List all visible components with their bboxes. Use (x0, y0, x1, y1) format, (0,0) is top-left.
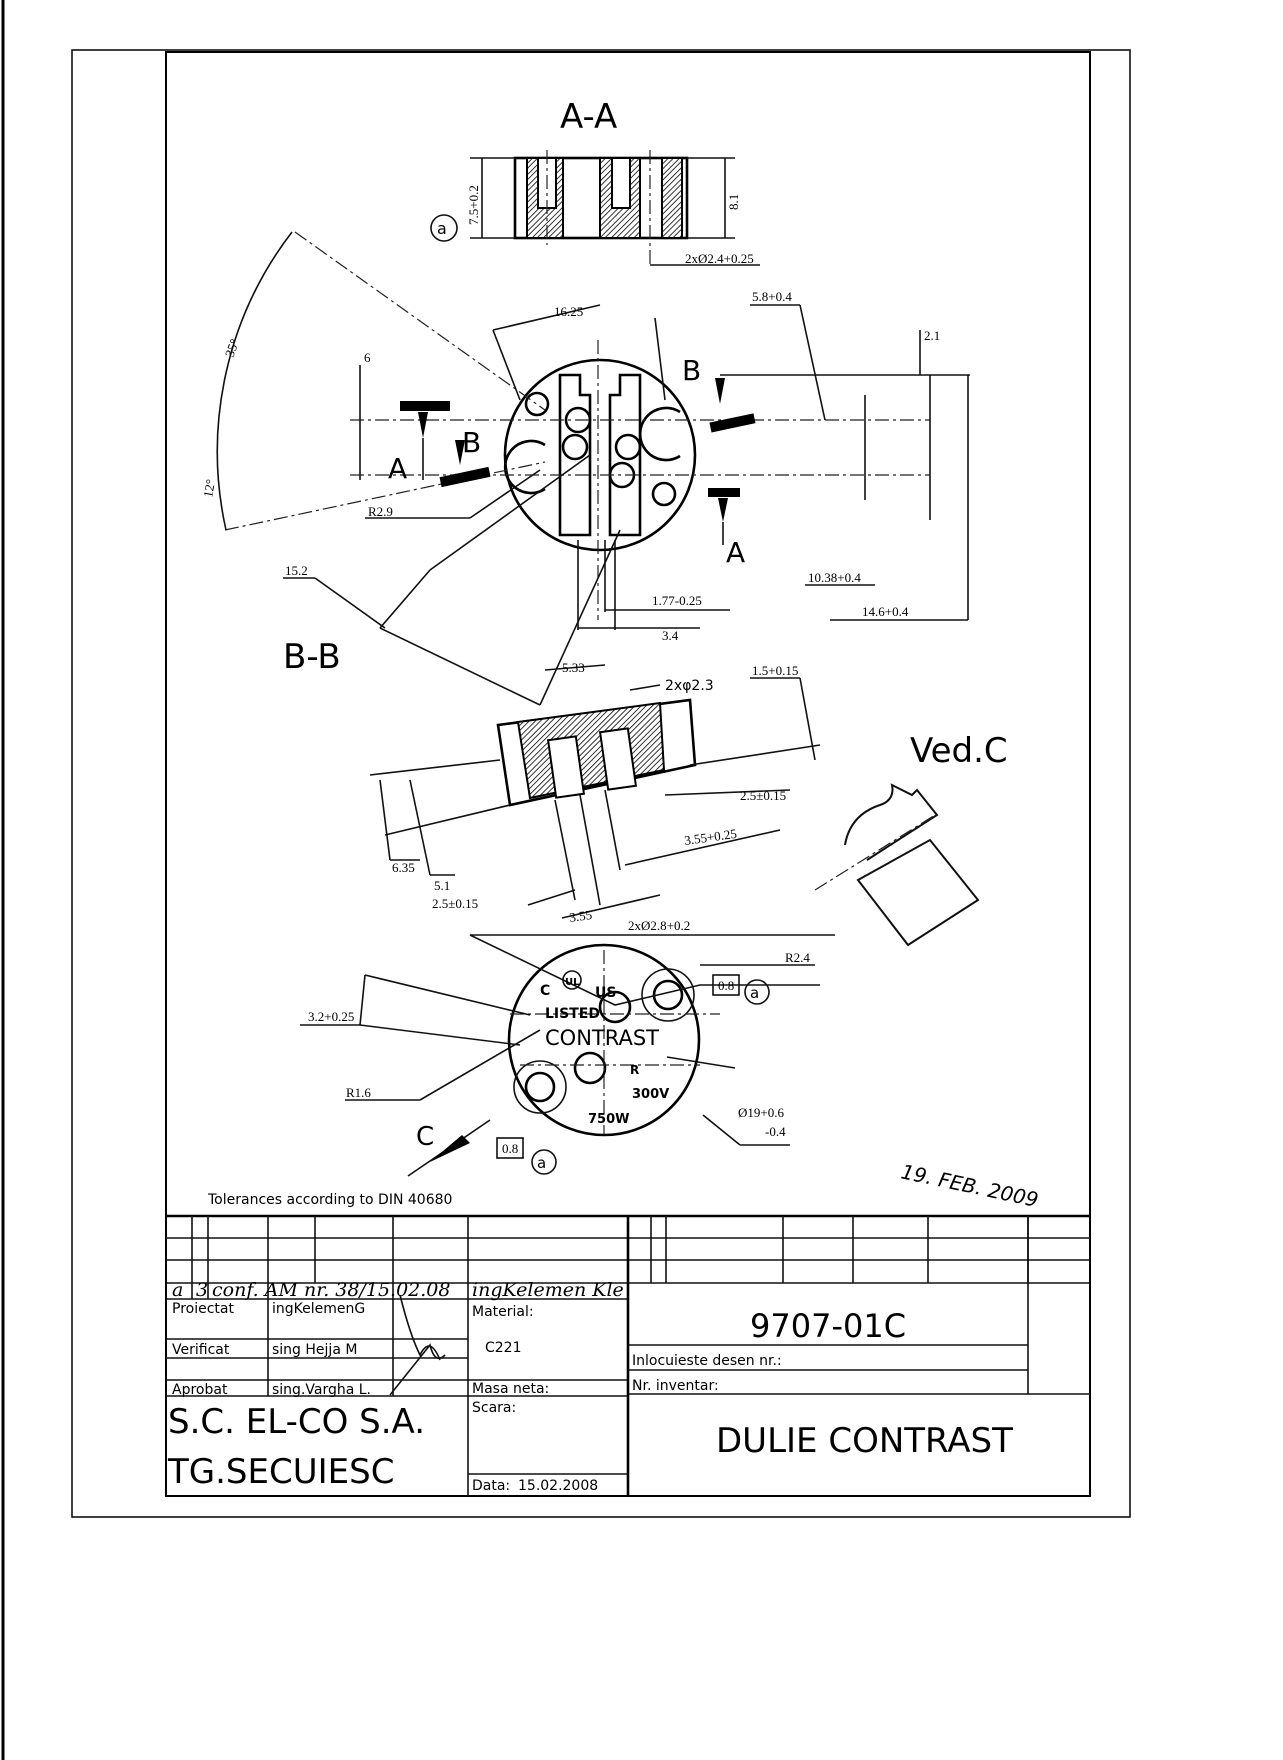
dim-r-1-6: R1.6 (346, 1085, 371, 1100)
role-proiectat: Proiectat (172, 1301, 234, 1317)
dim-top-holes: 2xØ2.8+0.2 (628, 918, 690, 933)
cut-a-left: A (388, 452, 407, 485)
dim-angle-35: 35° (222, 337, 242, 359)
dim-1-77: 1.77-0.25 (652, 593, 702, 608)
marking-us: US (595, 985, 616, 1001)
marking-contrast: CONTRAST (545, 1026, 659, 1050)
role-verificat: Verificat (172, 1342, 230, 1358)
dim-bb-5-33: 5.33 (562, 660, 585, 675)
datum-a-right: a (750, 984, 759, 1002)
material-value: C221 (485, 1340, 522, 1356)
revision-by: ingKelemen Kle (472, 1279, 624, 1301)
date-label: Data: (472, 1478, 510, 1494)
material-label: Material: (472, 1304, 534, 1320)
section-a-a-title: A-A (560, 97, 617, 137)
date-value: 15.02.2008 (518, 1478, 598, 1494)
dim-2-1: 2.1 (924, 328, 940, 343)
dim-bb-3-55a: 3.55+0.25 (683, 826, 737, 848)
dim-6: 6 (364, 350, 371, 365)
dim-bb-5-1: 5.1 (434, 878, 450, 893)
scale-label: Scara: (472, 1400, 516, 1416)
tolerances-note: Tolerances according to DIN 40680 (207, 1192, 452, 1208)
datum-a-bottom: a (537, 1154, 546, 1172)
mass-label: Masa neta: (472, 1381, 549, 1397)
dim-aa-holes: 2xØ2.4+0.25 (685, 251, 754, 266)
title-block: a 3 conf. AM nr. 38/15.02.08 ingKelemen … (166, 1214, 1090, 1496)
company-line1: S.C. EL-CO S.A. (168, 1402, 425, 1442)
dim-bb-3-55b: 3.55 (568, 907, 593, 925)
dim-aa-height2: 8.1 (726, 194, 741, 210)
marking-r: R (630, 1063, 639, 1077)
cut-b-left: B (462, 426, 481, 459)
cut-b-right: B (682, 354, 701, 387)
dim-bb-2-5b: 2.5±0.15 (432, 896, 478, 911)
name-aprobat: sing.Vargha L. (272, 1382, 371, 1398)
outer-border (71, 49, 1131, 1518)
marking-ul: UL (565, 977, 580, 988)
dim-bb-6-35: 6.35 (392, 860, 415, 875)
arrow-c-label: C (416, 1122, 434, 1152)
dim-14-6: 14.6+0.4 (862, 604, 909, 619)
marking-power: 750W (588, 1112, 629, 1127)
dim-bb-2-5a: 2.5±0.15 (740, 788, 786, 803)
cut-a-right: A (726, 536, 745, 569)
company-line2: TG.SECUIESC (167, 1452, 394, 1492)
view-c-title: Ved.C (910, 731, 1008, 771)
dim-15-2: 15.2 (285, 563, 308, 578)
dim-dia-19: Ø19+0.6 (738, 1105, 784, 1120)
section-a-a: A-A 7.5+0.2 8.1 2xØ2.4+0.25 a (430, 97, 760, 266)
top-view: 35° 12° A A B B 16.25 5.8+0.4 2.1 6 (200, 231, 970, 706)
dim-bb-1-5: 1.5+0.15 (752, 663, 798, 678)
dim-3-2: 3.2+0.25 (308, 1009, 354, 1024)
section-b-b: B-B 5.33 2xφ2.3 1.5+0.15 2.5±0.15 3.55+0… (283, 637, 821, 925)
datum-a-aa: a (437, 219, 447, 238)
tol-box-bottom: 0.8 (502, 1141, 518, 1156)
tol-box-right: 0.8 (718, 978, 734, 993)
revision-count: 3 (196, 1279, 208, 1301)
marking-voltage: 300V (632, 1087, 669, 1102)
marking-c: C (540, 983, 550, 999)
dim-aa-height: 7.5+0.2 (466, 185, 481, 225)
revision-text: conf. AM nr. 38/15.02.08 (212, 1279, 450, 1301)
inventory-label: Nr. inventar: (632, 1378, 719, 1394)
bottom-view: 2xØ2.8+0.2 R2.4 3.2+0.25 R1.6 Ø19+0.6 -0… (300, 918, 835, 1177)
dim-3-4: 3.4 (662, 628, 679, 643)
signature (389, 1294, 446, 1396)
name-proiectat: ingKelemenG (272, 1301, 365, 1317)
dim-bb-holes: 2xφ2.3 (665, 678, 714, 694)
name-verificat: sing Hejja M (272, 1342, 357, 1358)
dim-5-8: 5.8+0.4 (752, 289, 792, 304)
received-stamp: 19. FEB. 2009 (899, 1159, 1041, 1212)
dim-angle-12: 12° (200, 478, 218, 499)
drawing-number: 9707-01C (750, 1307, 906, 1345)
marking-listed: LISTED (545, 1006, 600, 1022)
dim-r-2-4: R2.4 (785, 950, 810, 965)
section-b-b-title: B-B (283, 637, 341, 677)
replaces-label: Inlocuieste desen nr.: (632, 1353, 782, 1369)
view-c: Ved.C (814, 731, 1008, 947)
dim-10-38: 10.38+0.4 (808, 570, 861, 585)
role-aprobat: Aprobat (172, 1382, 228, 1398)
revision-index: a (172, 1279, 183, 1301)
dim-r-2-9: R2.9 (368, 504, 393, 519)
dim-dia-19-lower: -0.4 (765, 1124, 786, 1139)
part-name: DULIE CONTRAST (716, 1421, 1013, 1461)
dim-16-25: 16.25 (554, 304, 583, 319)
